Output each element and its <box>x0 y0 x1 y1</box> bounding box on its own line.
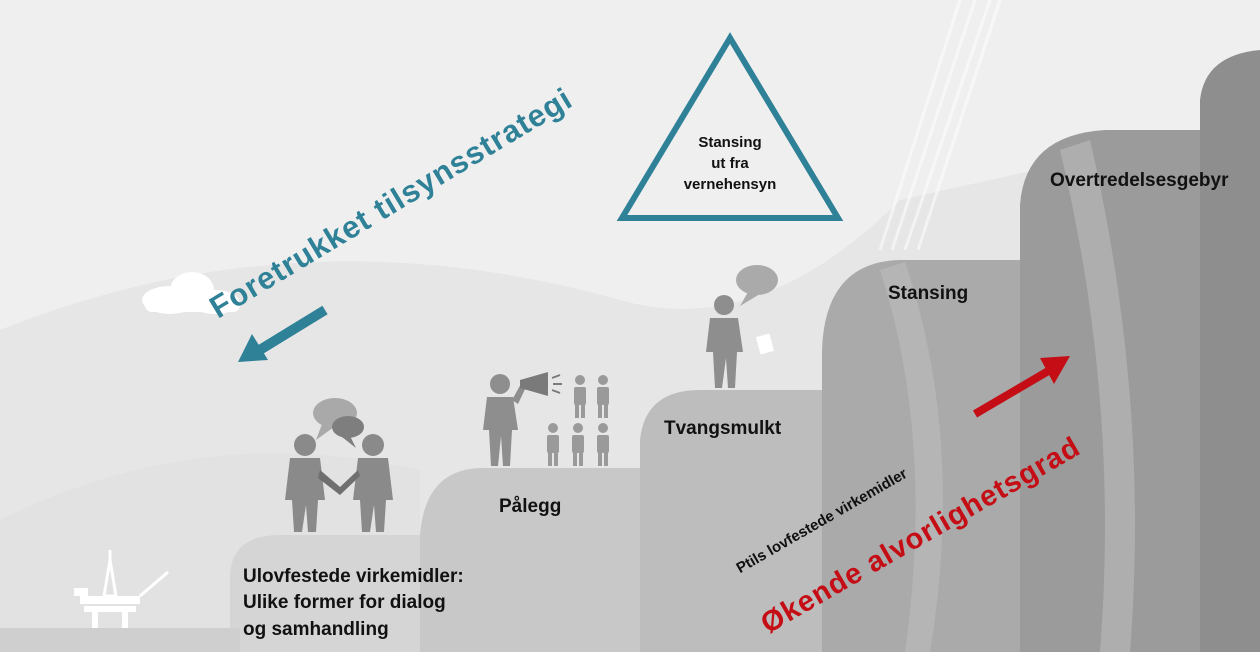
step-unlegislated <box>0 535 420 652</box>
step-label-unlegislated-3: og samhandling <box>243 619 389 640</box>
step-label-stop: Stansing <box>888 283 969 304</box>
handshake-people-icon <box>285 434 393 532</box>
group-of-people-icon <box>547 375 609 466</box>
speaking-person-icon <box>706 265 778 388</box>
step-label-infringement-fee: Overtredelsesgebyr <box>1050 170 1229 191</box>
step-label-unlegislated-2: Ulike former for dialog <box>243 592 446 613</box>
red-arrow-icon <box>972 366 1053 418</box>
triangle-text-line1: Stansing <box>698 134 762 151</box>
light-band <box>1060 140 1135 652</box>
cloud-icon <box>142 272 240 314</box>
speech-bubble-icon <box>313 398 364 448</box>
warning-triangle <box>616 32 844 221</box>
step-label-order: Pålegg <box>499 496 562 517</box>
oil-platform-icon <box>74 550 169 628</box>
step-coercive-fine <box>640 390 840 652</box>
triangle-text-line2: ut fra <box>711 155 749 172</box>
light-rays <box>878 0 1002 251</box>
teal-arrow-icon <box>247 305 328 361</box>
step-label-unlegislated-1: Ulovfestede virkemidler: <box>243 566 464 587</box>
megaphone-person-icon <box>483 372 562 466</box>
step-label-coercive-fine: Tvangsmulkt <box>664 418 782 439</box>
teal-arrow-head <box>238 334 268 362</box>
red-arrow-head <box>1040 356 1070 384</box>
ground <box>0 628 240 652</box>
light-band <box>880 262 943 652</box>
step-order <box>420 468 640 652</box>
step-top <box>1200 50 1260 652</box>
triangle-text-line3: vernehensyn <box>683 176 777 193</box>
